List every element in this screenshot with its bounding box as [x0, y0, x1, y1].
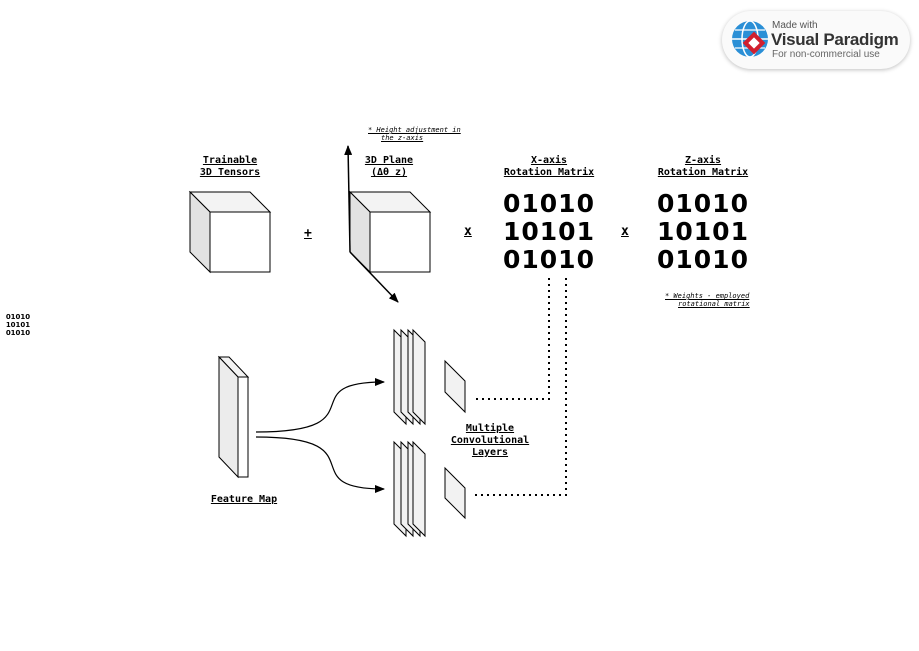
- conv-kernel-upper: [444, 359, 466, 414]
- binary-matrix-icon: 01010 10101 01010: [5, 313, 31, 337]
- z-axis-rotation-matrix: 01010 10101 01010: [657, 189, 749, 274]
- feature-to-conv-lower-arrow: [255, 436, 385, 493]
- plane-cube: [348, 190, 432, 274]
- z-axis-arrow: [344, 145, 353, 253]
- feature-map-label: Feature Map: [210, 494, 278, 505]
- conv-kernel-lower: [444, 466, 466, 520]
- conv-layers-label: Multiple Convolutional Layers: [450, 423, 530, 458]
- watermark-brand: Visual Paradigm: [771, 30, 899, 49]
- watermark-made-with: Made with: [772, 20, 818, 31]
- trainable-tensors-label: Trainable 3D Tensors: [199, 155, 261, 178]
- conv-stack-lower: [393, 440, 426, 538]
- dotted-connector-upper: [474, 278, 550, 400]
- conv-stack-upper: [393, 328, 426, 426]
- multiply-operator-2: x: [621, 224, 629, 239]
- feature-to-conv-upper-arrow: [255, 378, 385, 433]
- watermark-subtitle: For non-commercial use: [772, 49, 880, 60]
- x-axis-rotation-matrix: 01010 10101 01010: [503, 189, 595, 274]
- visual-paradigm-logo-icon: [732, 20, 768, 58]
- trainable-tensor-cube: [188, 190, 272, 274]
- weights-note: * Weights - employed rotational matrix: [665, 292, 750, 308]
- plus-operator: +: [304, 226, 312, 241]
- visual-paradigm-watermark: Made with Visual Paradigm For non-commer…: [722, 11, 910, 69]
- dotted-connector-lower: [474, 278, 567, 496]
- feature-map-slab: [217, 355, 250, 479]
- multiply-operator-1: x: [464, 224, 472, 239]
- depth-axis-arrow: [349, 251, 399, 303]
- x-axis-matrix-label: X-axis Rotation Matrix: [503, 155, 595, 178]
- height-adjustment-note: * Height adjustment in the z-axis: [368, 126, 461, 142]
- z-axis-matrix-label: Z-axis Rotation Matrix: [657, 155, 749, 178]
- plane-label: 3D Plane (Δθ z): [364, 155, 414, 178]
